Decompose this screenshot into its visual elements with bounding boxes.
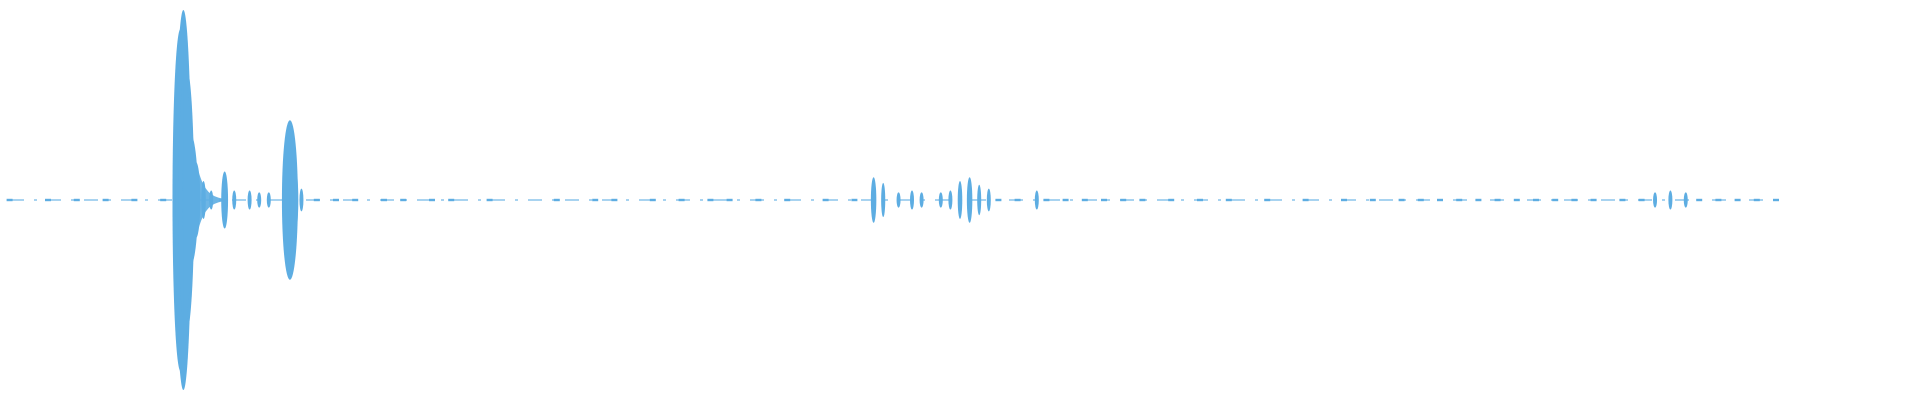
waveform-peak <box>1014 198 1021 202</box>
waveform-peak <box>822 198 829 202</box>
waveform-peak <box>102 198 109 202</box>
waveform-peak <box>1533 198 1539 202</box>
waveform-peak <box>1302 198 1309 202</box>
waveform-peak <box>1369 198 1376 202</box>
waveform-peak <box>553 198 560 202</box>
waveform-peak <box>986 188 991 212</box>
waveform-peak <box>1197 198 1203 202</box>
waveform-peak <box>131 198 138 202</box>
waveform-peak <box>1475 198 1482 202</box>
waveform-peak <box>881 182 886 218</box>
waveform-peak <box>429 198 435 202</box>
waveform-peak <box>6 198 13 202</box>
waveform-peak <box>313 198 320 202</box>
waveform-peak <box>1101 198 1107 202</box>
waveform-peak <box>1168 198 1175 202</box>
waveform-peak <box>1264 198 1271 202</box>
waveform-peak <box>1773 198 1779 202</box>
waveform-peak <box>707 198 714 202</box>
waveform-peak <box>938 192 943 208</box>
waveform-peak <box>1668 190 1673 210</box>
waveform-peak <box>1619 198 1626 202</box>
waveform-peak <box>1081 198 1088 202</box>
waveform-peak <box>1715 198 1722 202</box>
waveform-peak <box>289 162 299 238</box>
waveform-peak <box>910 190 914 210</box>
waveform-transient <box>183 10 224 390</box>
waveform-peak <box>966 177 973 223</box>
waveform-peak <box>1341 198 1347 202</box>
waveform-peak <box>726 198 733 202</box>
waveform-peak <box>957 181 963 219</box>
waveform-peak <box>1062 198 1069 202</box>
waveform-peak <box>1043 198 1050 202</box>
waveform-peak <box>977 184 982 216</box>
waveform-peak <box>1398 198 1405 202</box>
waveform-peak <box>486 198 493 202</box>
waveform-peak <box>1571 198 1578 202</box>
waveform-peak <box>160 198 167 202</box>
waveform-peak <box>333 198 339 202</box>
waveform-peak <box>1120 198 1127 202</box>
waveform-peak <box>266 192 271 208</box>
waveform-peak <box>870 177 877 223</box>
waveform-peak <box>232 190 237 210</box>
waveform-peak <box>1456 198 1463 202</box>
waveform-peak <box>1437 198 1443 202</box>
waveform-peak <box>948 190 953 210</box>
waveform-peak <box>221 171 229 229</box>
waveform-peak <box>755 198 762 202</box>
waveform-peak <box>678 198 685 202</box>
waveform-peak <box>257 192 262 208</box>
waveform-peak <box>1590 198 1597 202</box>
waveform-peak <box>851 198 858 202</box>
waveform-peak <box>995 198 1002 202</box>
waveform-peak <box>1683 192 1688 208</box>
waveform-peak <box>299 188 304 212</box>
waveform-peak <box>247 190 252 210</box>
waveform-peak <box>611 198 618 202</box>
waveform-peak <box>1225 198 1232 202</box>
waveform-peak <box>352 198 359 202</box>
waveform-peak <box>784 198 791 202</box>
waveform-peak <box>919 192 924 208</box>
waveform-peak <box>1139 198 1146 202</box>
waveform-peak <box>1653 192 1658 208</box>
waveform-peak <box>381 198 387 202</box>
waveform-peak <box>896 192 901 208</box>
waveform-peak <box>1513 198 1520 202</box>
waveform-peak <box>448 198 455 202</box>
waveform-peak <box>1638 198 1645 202</box>
waveform-peak <box>649 198 656 202</box>
waveform-peak <box>1696 198 1703 202</box>
waveform-peak <box>1494 198 1501 202</box>
waveform-peak <box>1417 198 1424 202</box>
waveform-peak <box>45 198 51 202</box>
waveform-peak <box>1552 198 1559 202</box>
waveform-peak <box>1753 198 1760 202</box>
waveform-peak <box>73 198 80 202</box>
waveform-peak <box>592 198 599 202</box>
waveform-peak <box>1734 198 1741 202</box>
waveform-peak <box>400 198 407 202</box>
waveform-peak <box>1034 190 1039 210</box>
